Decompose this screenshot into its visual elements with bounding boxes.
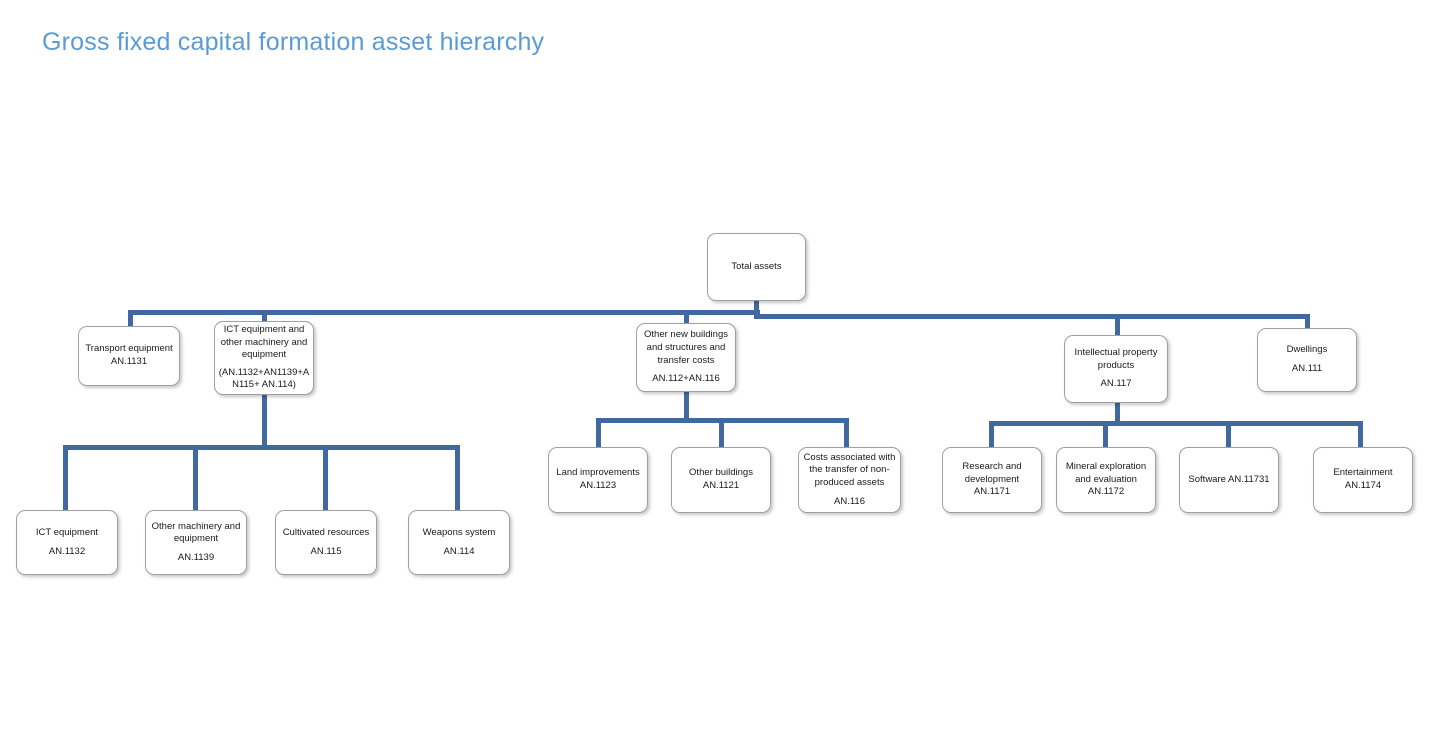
node-code-line: AN.112+AN.116: [652, 373, 720, 385]
connector-ict-stem: [262, 395, 267, 449]
node-label-line: Entertainment: [1333, 467, 1393, 479]
connector-ipp-drop-1: [989, 421, 994, 447]
connector-main-bus-left: [128, 310, 760, 315]
node-code-line: N115+ AN.114): [232, 379, 296, 391]
connector-ict-drop-3: [323, 445, 328, 510]
connector-ict-drop-2: [193, 445, 198, 510]
node-weapons-system[interactable]: Weapons system AN.114: [408, 510, 510, 575]
node-label-line: Transport equipment: [85, 343, 173, 355]
node-label-line: development: [964, 473, 1020, 485]
connector-buildings-drop-2: [719, 418, 724, 448]
node-total-assets[interactable]: Total assets: [707, 233, 806, 301]
node-label-line: Mineral exploration: [1065, 461, 1147, 473]
node-label-line: produced assets: [814, 477, 885, 488]
node-code-line: AN.1132: [48, 545, 86, 557]
node-code-line: AN.1131: [110, 356, 148, 367]
node-label-line: ICT equipment and: [223, 324, 305, 335]
node-software[interactable]: Software AN.11731: [1179, 447, 1279, 513]
node-code-line: AN.1121: [702, 480, 740, 491]
connector-ipp-drop-4: [1358, 421, 1363, 447]
node-research-and-development[interactable]: Research and development AN.1171: [942, 447, 1042, 513]
node-code-line: (AN.1132+AN1139+A: [218, 366, 310, 378]
connector-ipp-bus: [989, 421, 1363, 426]
connector-drop-transport: [128, 310, 133, 328]
node-code-line: AN.1174: [1344, 480, 1382, 491]
node-code-line: AN.114: [443, 545, 475, 557]
node-label-line: ICT equipment: [35, 526, 99, 538]
node-ict-equipment[interactable]: ICT equipment AN.1132: [16, 510, 118, 575]
connector-drop-other-new-buildings: [684, 310, 689, 323]
connector-root-stem: [754, 301, 759, 315]
node-label-line: and structures and: [646, 341, 726, 353]
node-label-line: Weapons system: [422, 526, 496, 538]
connector-ipp-stem: [1115, 403, 1120, 425]
node-transport-equipment[interactable]: Transport equipment AN.1131: [78, 326, 180, 386]
node-code-line: AN.1139: [177, 551, 215, 563]
node-code-line: AN.111: [1291, 363, 1323, 374]
node-label-line: Other new buildings: [644, 329, 728, 341]
connector-buildings-drop-1: [596, 418, 601, 448]
node-label: Total assets: [731, 260, 782, 272]
node-code-line: AN.1123: [579, 480, 617, 491]
node-costs-transfer-non-produced-assets[interactable]: Costs associated with the transfer of no…: [798, 447, 901, 513]
node-label-line: Research and: [962, 461, 1022, 473]
connector-buildings-drop-3: [844, 418, 849, 448]
connector-ict-drop-4: [455, 445, 460, 510]
node-entertainment[interactable]: Entertainment AN.1174: [1313, 447, 1413, 513]
connector-drop-dwellings: [1305, 314, 1310, 328]
node-label-line: Other machinery and: [151, 520, 241, 532]
node-other-buildings[interactable]: Other buildings AN.1121: [671, 447, 771, 513]
node-label-line: Software AN.11731: [1188, 473, 1270, 485]
connector-drop-ipp: [1115, 314, 1120, 335]
node-label-line: transfer costs: [657, 354, 715, 366]
connector-buildings-stem: [684, 392, 689, 422]
node-code-line: AN.1172: [1087, 486, 1125, 498]
node-code-line: AN.116: [834, 495, 865, 507]
node-label-line: and evaluation: [1075, 473, 1137, 485]
node-ict-and-other-machinery[interactable]: ICT equipment and other machinery and eq…: [214, 321, 314, 395]
node-label-line: equipment: [173, 533, 219, 545]
connector-ict-drop-1: [63, 445, 68, 510]
node-land-improvements[interactable]: Land improvements AN.1123: [548, 447, 648, 513]
node-label-line: other machinery and: [220, 336, 308, 348]
node-label-line: Cultivated resources: [282, 526, 370, 538]
node-label-line: the transfer of non-: [809, 464, 890, 476]
node-code-line: AN.1171: [973, 486, 1011, 498]
page-title: Gross fixed capital formation asset hier…: [42, 28, 545, 56]
connector-main-bus-right: [754, 314, 1310, 319]
connector-ipp-drop-2: [1103, 421, 1108, 447]
node-other-new-buildings[interactable]: Other new buildings and structures and t…: [636, 323, 736, 392]
connector-ict-bus: [63, 445, 460, 450]
node-label-line: products: [1097, 359, 1135, 371]
node-code-line: AN.115: [310, 545, 342, 557]
node-cultivated-resources[interactable]: Cultivated resources AN.115: [275, 510, 377, 575]
node-other-machinery-and-equipment[interactable]: Other machinery and equipment AN.1139: [145, 510, 247, 575]
node-intellectual-property-products[interactable]: Intellectual property products AN.117: [1064, 335, 1168, 403]
node-label-line: Intellectual property: [1074, 347, 1158, 359]
connector-drop-ict: [262, 310, 267, 321]
node-mineral-exploration-and-evaluation[interactable]: Mineral exploration and evaluation AN.11…: [1056, 447, 1156, 513]
node-label-line: Land improvements: [556, 467, 640, 479]
connector-ipp-drop-3: [1226, 421, 1231, 447]
node-label-line: Costs associated with: [803, 451, 896, 463]
node-label-line: Dwellings: [1286, 344, 1328, 356]
node-code-line: AN.117: [1100, 378, 1132, 390]
node-label-line: equipment: [241, 349, 287, 361]
node-label-line: Other buildings: [689, 467, 753, 479]
node-dwellings[interactable]: Dwellings AN.111: [1257, 328, 1357, 392]
